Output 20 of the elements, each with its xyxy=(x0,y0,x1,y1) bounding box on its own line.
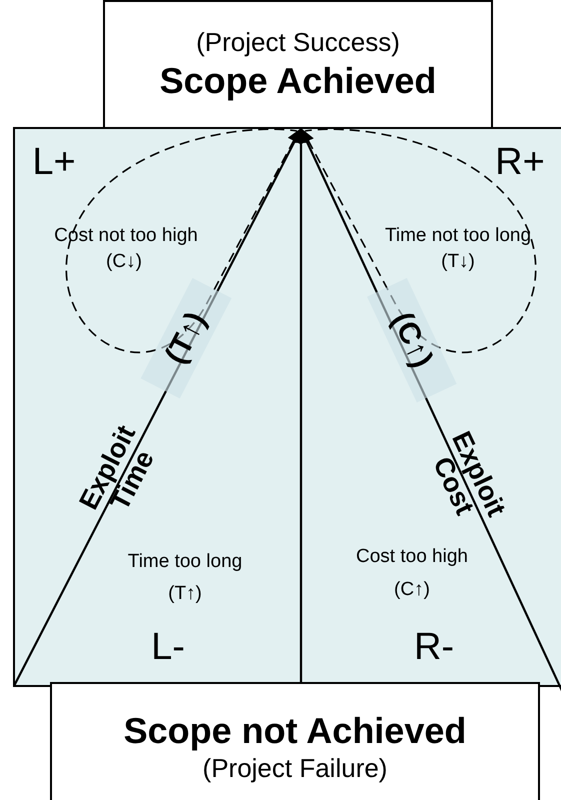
quadrant-label: R- xyxy=(414,628,454,668)
region-note: Cost too high xyxy=(356,547,468,567)
region-note: (C↑) xyxy=(394,580,430,600)
outcome-subtitle: (Project Success) xyxy=(196,28,400,58)
region-note: (T↓) xyxy=(441,252,475,272)
arrow xyxy=(13,128,302,686)
outcome-box xyxy=(103,0,493,129)
region-note: Cost not too high xyxy=(54,226,198,246)
outcome-subtitle: (Project Failure) xyxy=(202,754,388,784)
outcome-box xyxy=(50,682,540,800)
region-note: Time not too long xyxy=(384,226,532,246)
quadrant-label: L+ xyxy=(32,143,76,183)
quadrant-label: L- xyxy=(151,628,185,668)
region-note: (T↑) xyxy=(168,584,202,604)
quadrant-label: R+ xyxy=(495,143,545,183)
region-note: (C↓) xyxy=(106,252,142,272)
outcome-title: Scope Achieved xyxy=(160,60,436,102)
region-note: Time too long xyxy=(128,552,242,572)
arrow xyxy=(300,128,561,694)
outcome-title: Scope not Achieved xyxy=(124,710,466,752)
